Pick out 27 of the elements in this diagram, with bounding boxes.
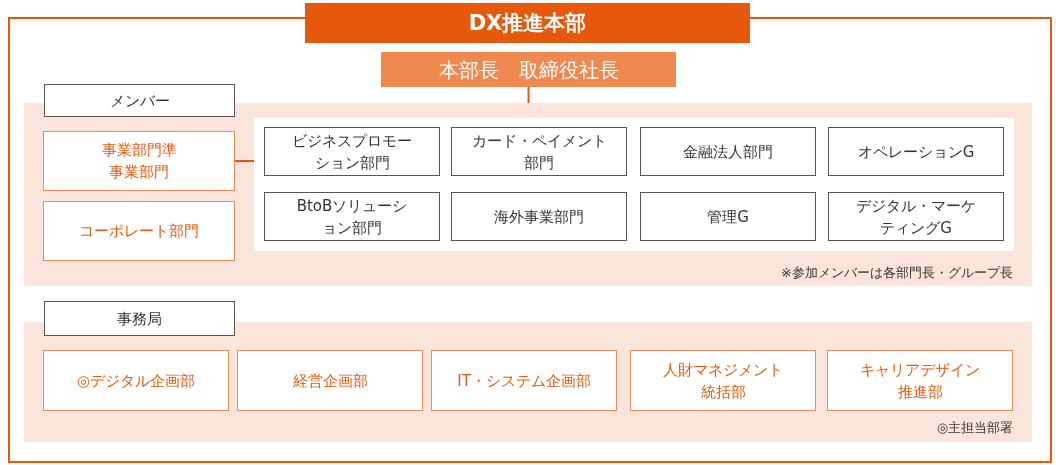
member-box: デジタル・マーケティングG <box>828 192 1004 241</box>
department-box: キャリアデザイン推進部 <box>827 350 1013 411</box>
section-band <box>24 301 1032 442</box>
member-box: オペレーションG <box>828 127 1004 176</box>
department-box: 事業部門準事業部門 <box>43 131 235 191</box>
connector-line <box>234 160 255 162</box>
connector-line <box>527 86 530 104</box>
section-band <box>24 84 1032 286</box>
member-box: 管理G <box>640 192 816 241</box>
title-banner: DX推進本部 <box>305 3 750 43</box>
member-panel <box>254 118 1014 251</box>
note-text: ◎主担当部署 <box>936 419 1013 437</box>
department-box: 経営企画部 <box>237 350 423 411</box>
department-box: IT・システム企画部 <box>431 350 617 411</box>
department-box: ◎デジタル企画部 <box>43 350 229 411</box>
head-box: 本部長 取締役社長 <box>381 52 676 87</box>
member-box: BtoBソリューション部門 <box>264 192 440 241</box>
member-box: 海外事業部門 <box>451 192 627 241</box>
department-box: コーポレート部門 <box>43 201 235 261</box>
section-tab: メンバー <box>44 84 235 117</box>
note-text: ※参加メンバーは各部門長・グループ長 <box>781 264 1013 282</box>
member-box: 金融法人部門 <box>640 127 816 176</box>
member-box: ビジネスプロモーション部門 <box>264 127 440 176</box>
department-frame <box>8 3 1052 463</box>
section-tab: 事務局 <box>44 301 235 336</box>
department-box: 人財マネジメント統括部 <box>630 350 816 411</box>
member-box: カード・ペイメント部門 <box>451 127 627 176</box>
